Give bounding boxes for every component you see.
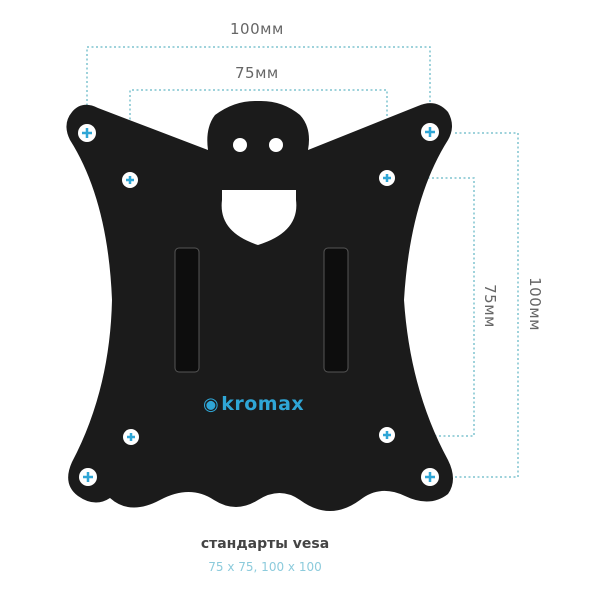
label-outer-width: 100мм bbox=[230, 20, 284, 38]
dimension-line-outer-width bbox=[86, 46, 431, 110]
dimension-line-inner-height bbox=[405, 177, 475, 437]
slot-left bbox=[174, 247, 200, 373]
label-inner-width: 75мм bbox=[235, 64, 279, 82]
plus-markers bbox=[82, 127, 435, 482]
logo-icon: ◉ bbox=[203, 394, 220, 415]
slot-right bbox=[323, 247, 349, 373]
label-inner-height: 75мм bbox=[480, 284, 499, 328]
label-outer-height: 100мм bbox=[525, 277, 544, 331]
dimension-line-outer-height bbox=[455, 132, 519, 478]
caption-sizes: 75 x 75, 100 x 100 bbox=[208, 560, 322, 574]
brand-logo: ◉kromax bbox=[203, 393, 305, 415]
caption-title: стандарты vesa bbox=[200, 536, 330, 552]
mounting-plate bbox=[66, 100, 453, 511]
